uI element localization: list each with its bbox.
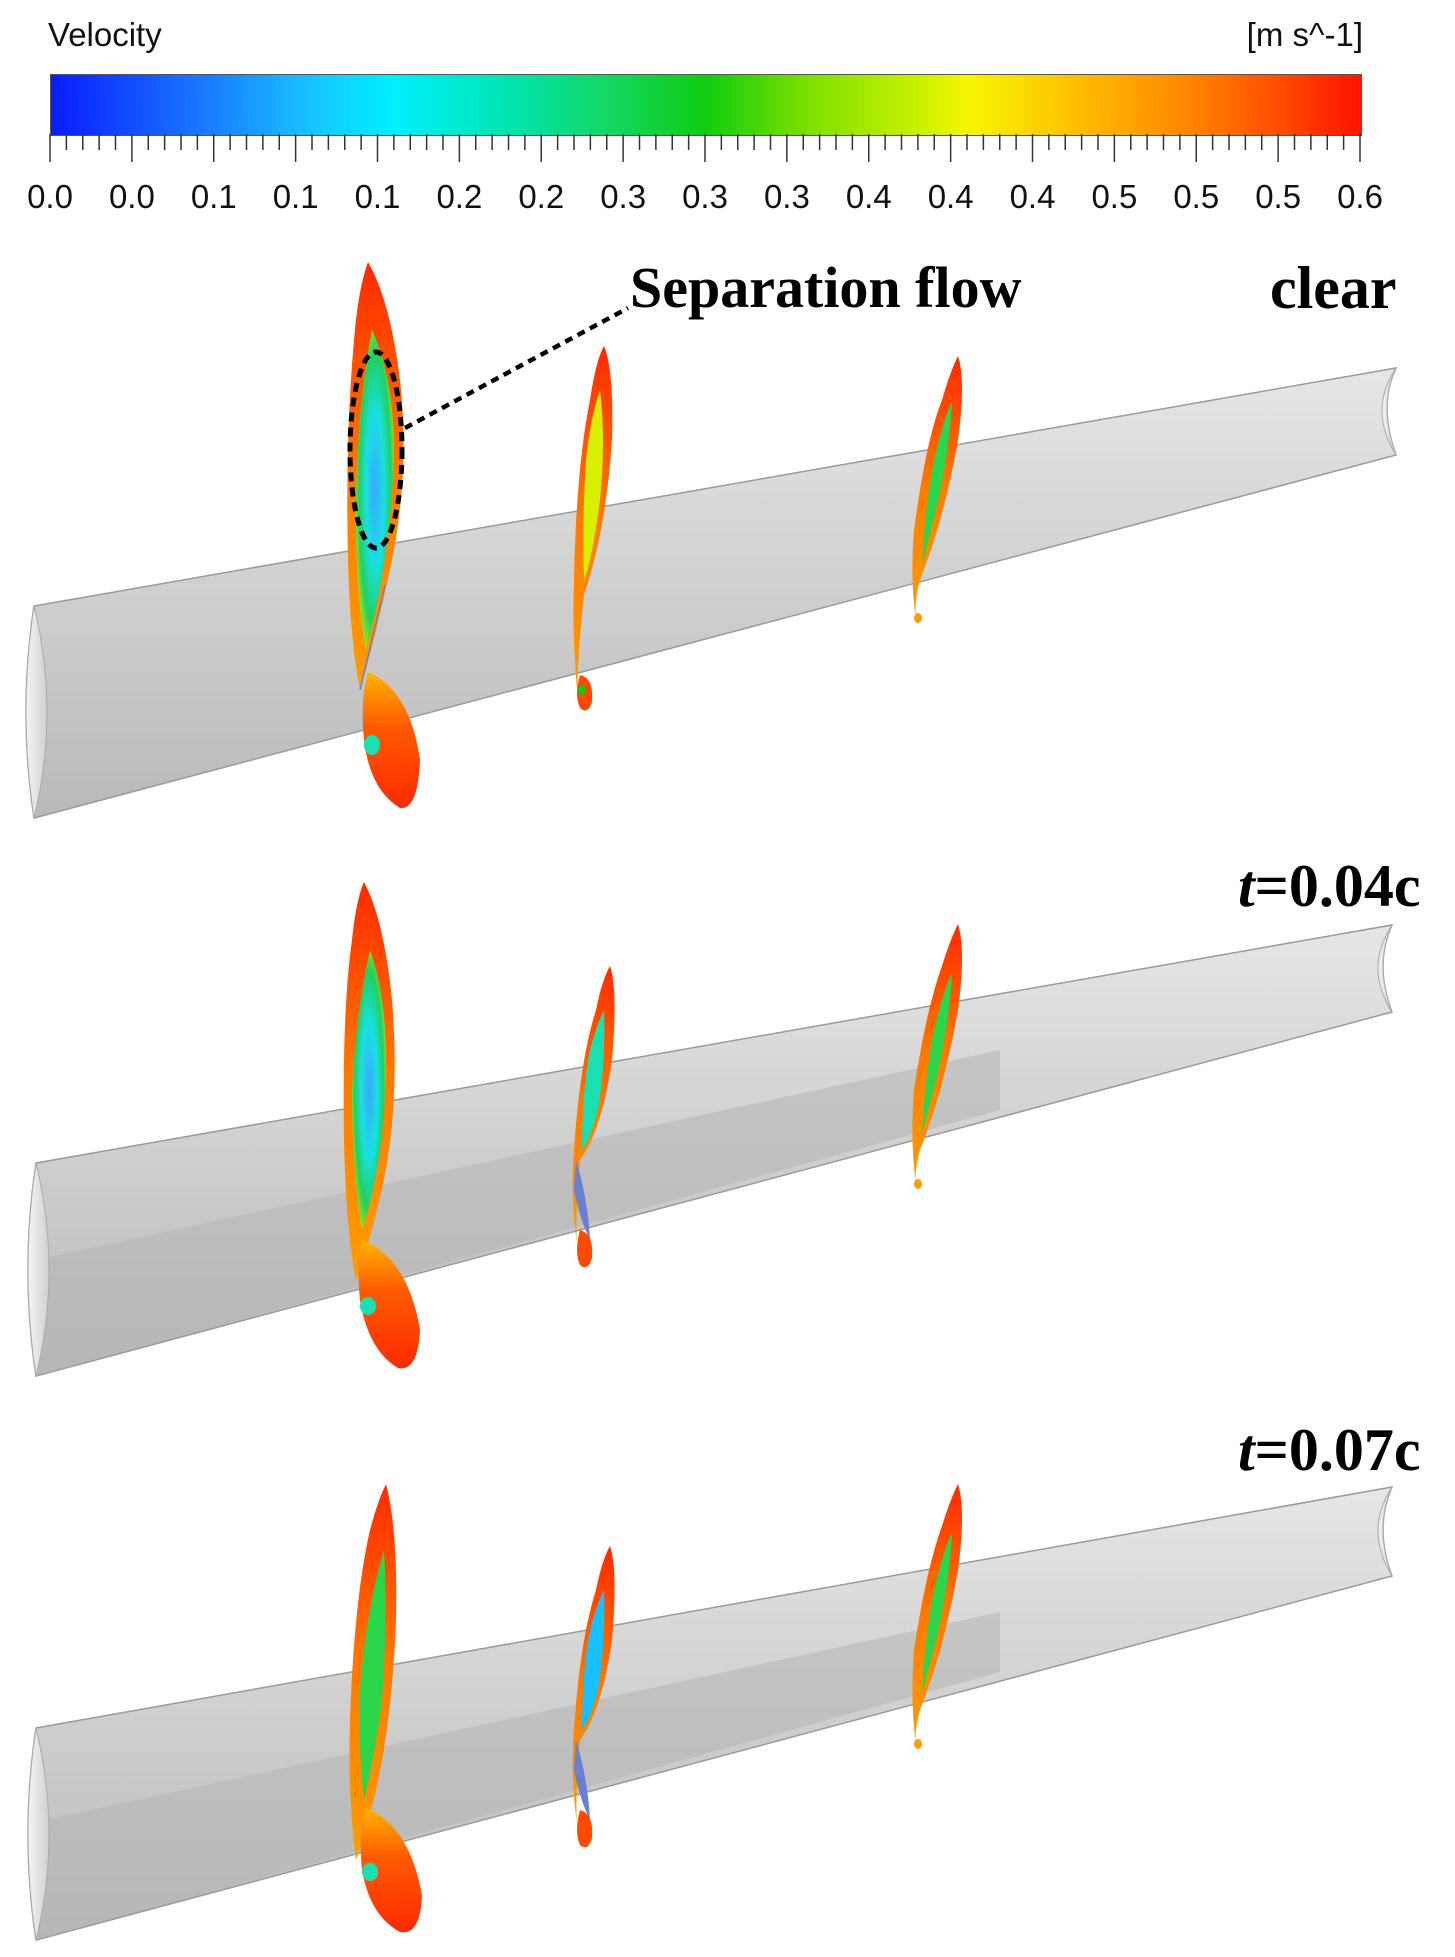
panel-t-0-07c — [27, 1484, 1394, 1941]
blade-1-contour — [349, 1484, 422, 1933]
colorbar-tick-label: 0.3 — [763, 178, 810, 215]
panel-label-t-0-04c: t=0.04c — [1238, 853, 1421, 919]
blade-3-contour — [912, 356, 962, 623]
hull-end-right — [1377, 924, 1393, 1013]
colorbar-tick-label: 0.0 — [27, 178, 73, 215]
hull-body — [25, 367, 1398, 819]
panel-label-t-0-07c: t=0.07c — [1238, 1417, 1421, 1483]
hull-end-left — [27, 1727, 50, 1941]
blade-3-contour — [912, 1484, 962, 1749]
colorbar-unit: [m s^-1] — [1246, 16, 1363, 53]
hull-end-right — [1377, 1486, 1393, 1577]
hull-lower-surface — [36, 1612, 1000, 1940]
blade-2-contour — [572, 966, 615, 1268]
colorbar-tick-label: 0.6 — [1337, 178, 1383, 215]
colorbar-tick-label: 0.1 — [354, 178, 401, 215]
separation-highlight — [347, 349, 405, 551]
annotation-leader — [403, 306, 630, 430]
colorbar-tick-label: 0.1 — [190, 178, 237, 215]
colorbar-gradient — [50, 74, 1362, 136]
panel-t-0-04c — [27, 882, 1394, 1377]
blade-2-contour — [573, 346, 613, 711]
blade-1-contour — [343, 882, 420, 1369]
colorbar-ticks — [49, 134, 1361, 162]
colorbar-tick-label: 0.4 — [1009, 178, 1056, 215]
separation-flow-label: Separation flow — [630, 255, 1022, 320]
hull-lower-surface — [36, 1050, 1000, 1376]
panel-label-clear: clear — [1270, 255, 1397, 321]
colorbar-tick-label: 0.2 — [518, 178, 565, 215]
colorbar-tick-label: 0.2 — [436, 178, 483, 215]
blade-2-contour — [572, 1546, 615, 1848]
hull-end-left — [27, 1162, 50, 1377]
colorbar-tick-label: 0.0 — [108, 178, 155, 215]
colorbar-tick-label: 0.3 — [600, 178, 647, 215]
colorbar-tick-label: 0.3 — [682, 178, 728, 215]
colorbar-tick-label: 0.5 — [1091, 178, 1138, 215]
blade-3-contour — [912, 924, 962, 1189]
colorbar-tick-label: 0.4 — [845, 178, 892, 215]
colorbar-tick-label: 0.5 — [1255, 178, 1302, 215]
hull-end-left — [25, 605, 48, 819]
panel-clear — [25, 262, 1398, 819]
colorbar-tick-label: 0.5 — [1173, 178, 1220, 215]
colorbar-title: Velocity — [48, 16, 162, 53]
colorbar-tick-label: 0.1 — [272, 178, 319, 215]
hull-end-right — [1381, 367, 1397, 456]
colorbar-tick-label: 0.4 — [927, 178, 974, 215]
